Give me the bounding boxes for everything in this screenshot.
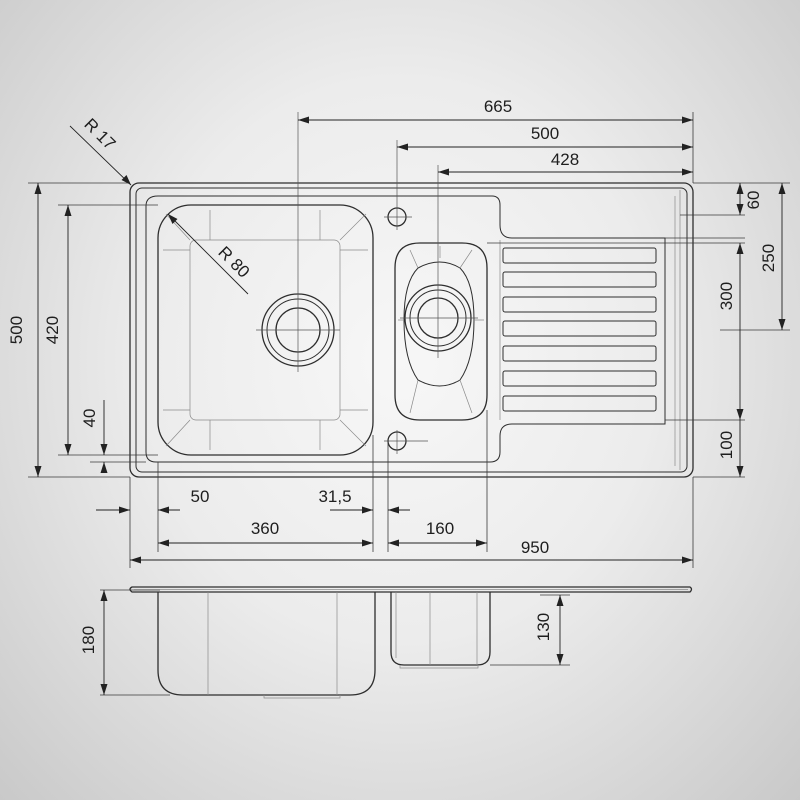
drainer-rib <box>502 320 657 337</box>
dimension-labels: 665 500 428 R 17 R 80 500 420 40 60 250 … <box>7 97 778 654</box>
drainer-rib <box>502 395 657 412</box>
dim-label-360: 360 <box>251 519 279 538</box>
drainer-rib <box>502 296 657 313</box>
dim-label-50: 50 <box>191 487 210 506</box>
tap-hole-upper <box>384 140 412 230</box>
dimension-lines <box>34 116 786 695</box>
main-bowl <box>157 112 374 456</box>
dim-label-420: 420 <box>43 316 62 344</box>
main-bowl-fold-lines <box>163 210 368 450</box>
side-main-bowl <box>157 592 376 696</box>
dim-label-500-left: 500 <box>7 316 26 344</box>
sink-outer-rim <box>129 182 694 478</box>
sink-top-view <box>129 112 694 478</box>
extension-lines <box>28 112 790 696</box>
dim-label-r17: R 17 <box>80 115 119 154</box>
side-rim <box>129 586 693 593</box>
dim-label-428: 428 <box>551 150 579 169</box>
overflow-hole-lower <box>384 430 428 454</box>
sink-rim-inner-line <box>135 187 688 473</box>
dim-label-100: 100 <box>717 431 736 459</box>
small-bowl-outer <box>394 242 488 421</box>
drainer-rib <box>502 370 657 387</box>
drainer-rib <box>502 247 657 264</box>
small-bowl-inner-shape <box>403 261 475 387</box>
sink-deck-inner-line <box>499 190 681 470</box>
dim-label-r80: R 80 <box>214 243 253 282</box>
sink-deck-outline <box>145 195 666 463</box>
dim-label-950: 950 <box>521 538 549 557</box>
dim-label-665: 665 <box>484 97 512 116</box>
drainer-rib <box>502 345 657 362</box>
dim-label-31-5: 31,5 <box>318 487 351 506</box>
small-bowl-fold-lines <box>398 246 484 414</box>
dim-label-250: 250 <box>759 244 778 272</box>
main-bowl-outer <box>157 204 374 456</box>
dim-label-500-top: 500 <box>531 124 559 143</box>
dim-label-160: 160 <box>426 519 454 538</box>
sink-side-view <box>129 586 693 699</box>
dim-label-60: 60 <box>744 191 763 210</box>
side-small-bowl <box>390 592 491 666</box>
dim-label-180: 180 <box>79 626 98 654</box>
dim-label-300: 300 <box>717 282 736 310</box>
drainer-ribs <box>502 247 657 412</box>
drainer-rib <box>502 271 657 288</box>
small-bowl <box>394 165 488 421</box>
dim-label-40: 40 <box>80 409 99 428</box>
dim-label-130: 130 <box>534 613 553 641</box>
